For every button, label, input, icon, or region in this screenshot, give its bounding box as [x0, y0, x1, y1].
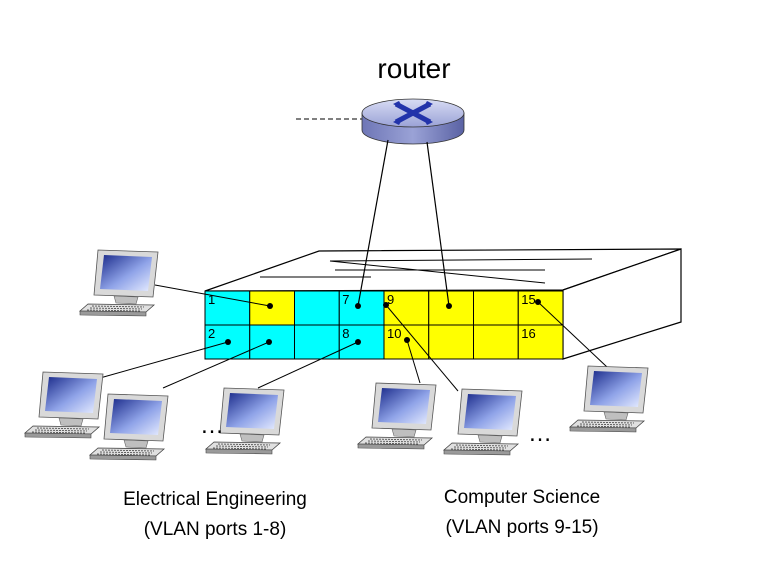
- switch-port: [473, 324, 519, 360]
- switch-body: [204, 248, 682, 360]
- switch-port: [428, 324, 474, 360]
- ellipsis-ee: …: [200, 412, 224, 439]
- cs-group-name: Computer Science: [443, 487, 601, 508]
- port-number-label: 2: [208, 326, 215, 341]
- ellipsis-cs: …: [528, 420, 552, 447]
- router-label: router: [377, 53, 450, 84]
- host-cables: [99, 284, 608, 392]
- cs-group-ports: (VLAN ports 9-15): [445, 517, 599, 538]
- switch-port: [517, 324, 564, 360]
- cs-group-caption: Computer Science (VLAN ports 9-15): [402, 483, 642, 543]
- port-number-label: 9: [387, 292, 394, 307]
- switch-port: [249, 324, 295, 360]
- ee-group-name: Electrical Engineering: [123, 489, 307, 510]
- router-icon: [361, 98, 465, 145]
- port-number-label: 7: [342, 292, 349, 307]
- router-link-ee: [357, 139, 389, 307]
- switch-port-grid: 1 7 9 15 2 8 10 16: [204, 290, 564, 360]
- computer-icon: [89, 393, 169, 461]
- port-number-label: 16: [521, 326, 535, 341]
- computer-icon: [24, 371, 104, 439]
- computer-icon: [357, 382, 437, 450]
- computer-icon: [569, 365, 649, 433]
- switch-port: [473, 290, 519, 326]
- computer-icon: [443, 388, 523, 456]
- switch-port: [517, 290, 564, 326]
- port-connection-dots: [225, 299, 541, 345]
- router-link-cs: [426, 141, 450, 307]
- port-number-label: 1: [208, 292, 215, 307]
- switch-port: [294, 324, 340, 360]
- internal-trunk-line: [329, 260, 546, 284]
- port-number-label: 15: [521, 292, 535, 307]
- port-number-label: 10: [387, 326, 401, 341]
- switch-port: [204, 290, 251, 326]
- ee-group-caption: Electrical Engineering (VLAN ports 1-8): [90, 485, 340, 545]
- switch-port: [338, 324, 385, 360]
- ee-group-ports: (VLAN ports 1-8): [143, 519, 287, 540]
- port-number-label: 8: [342, 326, 349, 341]
- switch-port: [383, 290, 430, 326]
- computer-icon: [79, 249, 159, 317]
- switch-port: [294, 290, 340, 326]
